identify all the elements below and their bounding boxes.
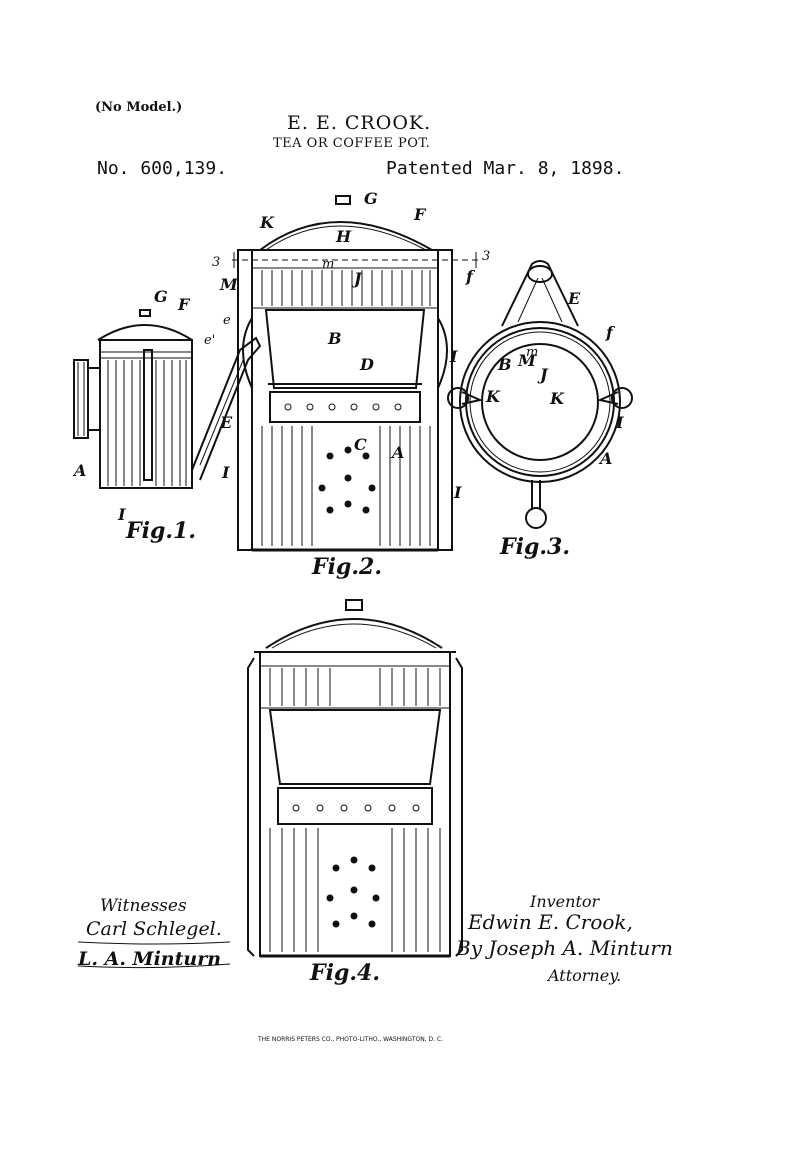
fig3-label-a: A [598,449,612,468]
figure-2-basket-holes [284,403,402,411]
fig3-label-i-top: I [449,347,458,366]
figure-1-caption: Fig.1. [125,518,196,544]
fig2-label-j: J [351,269,363,288]
figure-4-upper-hatching [269,668,441,706]
inventor-heading: Inventor [530,892,600,911]
fig2-label-i-right: I [453,483,462,502]
figure-4-body-holes [326,856,380,928]
fig2-label-g: G [364,189,378,208]
figure-3-caption: Fig.3. [499,534,570,560]
figure-1-body-hatching [107,360,187,486]
fig2-label-d: D [359,355,374,374]
figure-3-drawing: E f m B M J I K K I A Fig.3. [447,260,633,560]
witness-signature-2: L. A. Minturn [78,948,222,970]
fig1-label-e-prime: e' [204,333,215,348]
fig2-label-a: A [390,443,404,462]
engraver-credit: THE NORRIS PETERS CO., PHOTO-LITHO., WAS… [258,1036,444,1043]
fig2-label-m: m [322,257,334,272]
fig2-label-h: H [335,227,352,246]
figure-4-lower-hatching [269,828,441,952]
fig3-label-k-left: K [485,387,501,406]
fig2-label-3-right: 3 [482,249,490,264]
fig1-label-f: F [177,295,191,314]
fig1-label-e-spout: E [219,413,233,432]
witness-underline [77,941,231,969]
fig3-label-m: m [526,345,538,360]
inventor-name-heading: E. E. CROOK. [287,112,432,134]
fig2-label-c: C [354,435,367,454]
fig2-label-i-left: I [221,463,230,482]
fig2-label-f: F [413,205,427,224]
figure-4-basket-holes [292,804,420,812]
fig3-label-k-right: K [549,389,565,408]
fig3-label-f: f [605,323,616,342]
figure-4-drawing: Fig.4. [247,599,463,986]
figure-1-drawing: G F e e' E A I Fig.1. [72,287,262,544]
fig3-label-j: J [537,365,549,384]
figure-2-drawing: K G F H 3 3 m M J f B D C A I I Fig.2. [212,189,490,580]
fig3-label-m-upper: M [517,351,537,370]
inventor-signature: Edwin E. Crook, [468,910,633,934]
fig1-label-a: A [72,461,86,480]
figure-4-caption: Fig.4. [309,960,380,986]
figure-2-upper-hatching [261,270,431,306]
patent-date: Patented Mar. 8, 1898. [386,158,625,179]
figure-2-body-holes [318,446,376,514]
fig2-label-f-small: f [465,267,476,286]
witness-signature-1: Carl Schlegel. [86,918,222,940]
attorney-label: Attorney. [548,966,622,985]
fig2-label-m-upper: M [219,275,239,294]
fig1-label-g: G [154,287,168,306]
fig3-label-b: B [497,355,512,374]
fig3-label-i-right: I [615,413,624,432]
fig2-label-3-left: 3 [212,255,220,270]
fig1-label-e: e [223,313,231,328]
figure-2-lower-hatching [261,426,431,546]
patent-title: TEA OR COFFEE POT. [273,136,431,151]
model-note: (No Model.) [95,100,183,115]
witnesses-heading: Witnesses [100,896,187,916]
fig2-label-k: K [259,213,275,232]
attorney-signature: By Joseph A. Minturn [456,936,673,960]
patent-number: No. 600,139. [97,158,228,179]
fig2-label-b: B [327,329,342,348]
fig3-label-e: E [567,289,581,308]
figure-2-caption: Fig.2. [311,554,382,580]
fig1-label-i: I [117,505,126,524]
